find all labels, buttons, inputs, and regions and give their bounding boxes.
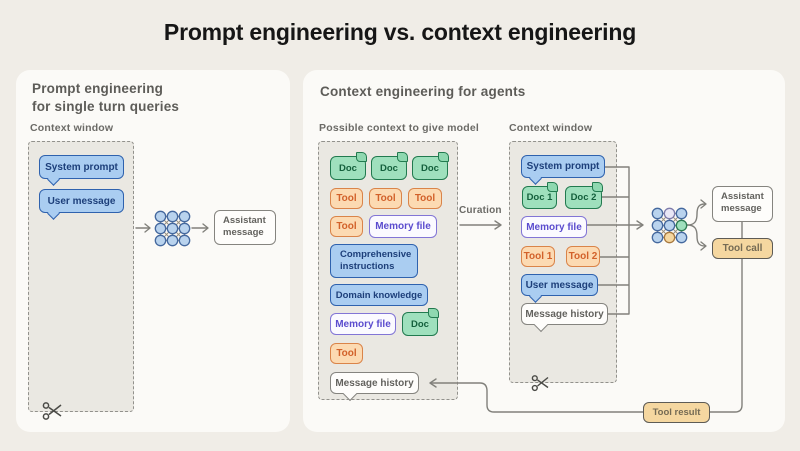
doc-1-chip: Doc 1 [522, 182, 558, 209]
curation-label: Curation [459, 205, 502, 216]
tool-2-chip: Tool 2 [566, 246, 600, 267]
tool-chip: Tool [330, 188, 363, 209]
left-panel-heading: Prompt engineering for single turn queri… [32, 80, 179, 116]
left-assistant-message-box: Assistant message [214, 210, 276, 245]
comprehensive-instructions-chip: Comprehensive instructions [330, 244, 418, 278]
left-context-window-box [28, 141, 134, 412]
left-context-window-label: Context window [30, 122, 114, 134]
memory-file-chip: Memory file [521, 216, 587, 238]
right-context-window-label: Context window [509, 122, 593, 134]
doc-2-chip: Doc 2 [565, 182, 603, 209]
right-assistant-message-box: Assistant message [712, 186, 773, 222]
tool-call-box: Tool call [712, 238, 773, 259]
memory-file-chip: Memory file [369, 215, 437, 238]
doc-chip: Doc [330, 152, 367, 180]
user-message-chip: User message [521, 274, 598, 296]
memory-file-chip: Memory file [330, 313, 396, 335]
tool-chip: Tool [330, 343, 363, 364]
tool-chip: Tool [330, 216, 363, 237]
system-prompt-chip: System prompt [39, 155, 124, 179]
scissors-icon [42, 402, 62, 420]
message-history-chip: Message history [521, 303, 608, 325]
tool-chip: Tool [369, 188, 402, 209]
model-icon [154, 210, 191, 247]
tool-1-chip: Tool 1 [521, 246, 555, 267]
domain-knowledge-chip: Domain knowledge [330, 284, 428, 306]
right-panel-heading: Context engineering for agents [320, 84, 526, 99]
model-icon [651, 207, 688, 244]
message-history-chip: Message history [330, 372, 419, 394]
doc-chip: Doc [371, 152, 408, 180]
scissors-icon [531, 375, 549, 392]
doc-chip: Doc [412, 152, 449, 180]
possible-context-label: Possible context to give model [319, 122, 480, 134]
system-prompt-chip: System prompt [521, 155, 605, 178]
left-heading-line1: Prompt engineering [32, 81, 164, 96]
tool-result-box: Tool result [643, 402, 710, 423]
user-message-chip: User message [39, 189, 124, 213]
page-title: Prompt engineering vs. context engineeri… [163, 19, 637, 45]
tool-chip: Tool [408, 188, 442, 209]
left-heading-line2: for single turn queries [32, 99, 180, 115]
doc-chip: Doc [402, 308, 439, 336]
